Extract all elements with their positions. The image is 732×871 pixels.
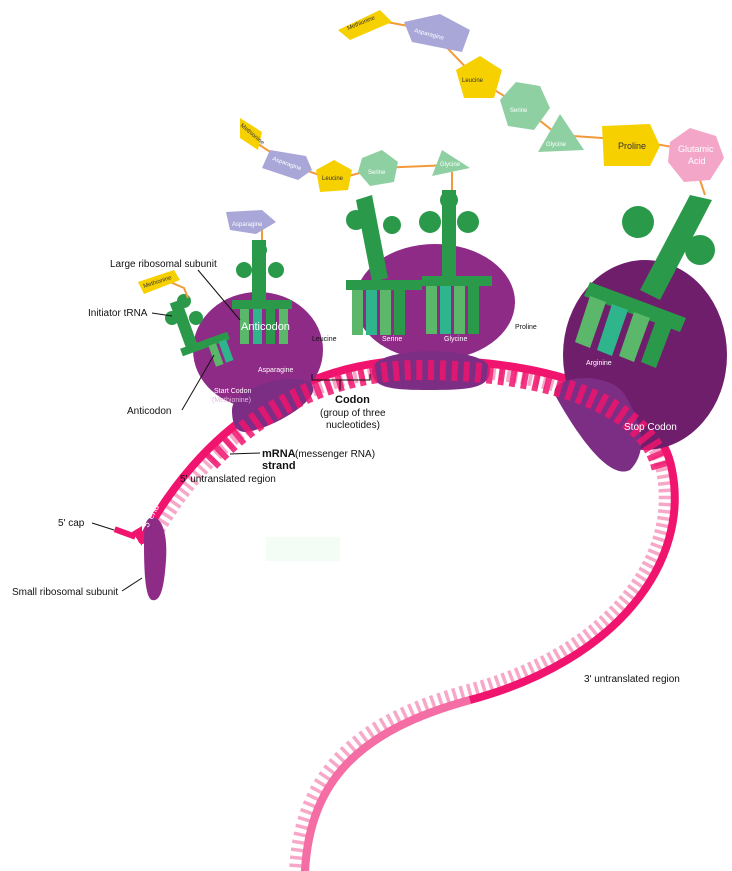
small-subunit-5end bbox=[144, 517, 166, 600]
strand-label: strand bbox=[262, 460, 296, 472]
svg-text:Asparagine: Asparagine bbox=[232, 222, 263, 228]
codon-base bbox=[443, 360, 444, 380]
codon-leucine: Leucine bbox=[312, 336, 337, 343]
codon-base bbox=[360, 366, 364, 386]
codon-base bbox=[534, 372, 538, 392]
mrna-tail-fade bbox=[305, 700, 470, 871]
aa-leu-large bbox=[456, 56, 502, 98]
acid-label: Acid bbox=[688, 156, 706, 166]
codon-base bbox=[383, 362, 385, 382]
svg-text:Leucine: Leucine bbox=[462, 78, 484, 84]
svg-text:Glycine: Glycine bbox=[440, 162, 461, 168]
svg-text:Serine: Serine bbox=[368, 170, 386, 176]
codon-base bbox=[395, 361, 397, 381]
mrna-label: mRNA bbox=[262, 448, 296, 460]
codon-base bbox=[477, 363, 479, 383]
codon-glycine: Glycine bbox=[444, 336, 467, 343]
codon-base bbox=[454, 361, 455, 381]
codon-base bbox=[466, 362, 467, 382]
codon-base bbox=[500, 365, 503, 385]
codon-serine: Serine bbox=[382, 336, 402, 343]
svg-text:Glycine: Glycine bbox=[546, 142, 567, 148]
small-subunit-label: Small ribosomal subunit bbox=[12, 587, 118, 598]
svg-text:Leucine: Leucine bbox=[322, 176, 344, 182]
codon-sub2: nucleotides) bbox=[326, 420, 380, 431]
start-codon-2: (Methionine) bbox=[212, 397, 251, 404]
codon-asparagine: Asparagine bbox=[258, 367, 294, 374]
codon-base bbox=[523, 369, 527, 389]
five-prime-cap bbox=[114, 526, 142, 546]
utr5-label: 5' untranslated region bbox=[180, 474, 276, 485]
codon-base bbox=[325, 376, 331, 395]
cap5-label: 5' cap bbox=[58, 518, 85, 529]
aa-glu-large bbox=[668, 128, 724, 182]
start-codon-1: Start Codon bbox=[214, 388, 251, 395]
codon-arginine: Arginine bbox=[586, 360, 612, 367]
utr3-label: 3' untranslated region bbox=[584, 674, 680, 685]
aa-ser-small bbox=[358, 150, 398, 186]
svg-text:Proline: Proline bbox=[618, 141, 646, 151]
glutamic-label: Glutamic bbox=[678, 144, 714, 154]
anticodon-center-label: Anticodon bbox=[241, 321, 290, 333]
anticodon-left-label: Anticodon bbox=[127, 406, 171, 417]
large-subunit-label: Large ribosomal subunit bbox=[110, 259, 217, 270]
mrna-sub-label: (messenger RNA) bbox=[295, 449, 375, 460]
initiator-trna-label: Initiator tRNA bbox=[88, 308, 148, 319]
faint-box bbox=[266, 537, 340, 561]
codon-base bbox=[489, 364, 491, 384]
codon-base bbox=[512, 367, 515, 387]
codon-title: Codon bbox=[335, 394, 370, 406]
codon-base bbox=[407, 360, 408, 380]
codon-sub1: (group of three bbox=[320, 408, 386, 419]
codon-proline: Proline bbox=[515, 324, 537, 331]
svg-text:Serine: Serine bbox=[510, 108, 528, 114]
codon-base bbox=[371, 364, 374, 384]
stop-codon-label: Stop Codon bbox=[624, 422, 677, 433]
